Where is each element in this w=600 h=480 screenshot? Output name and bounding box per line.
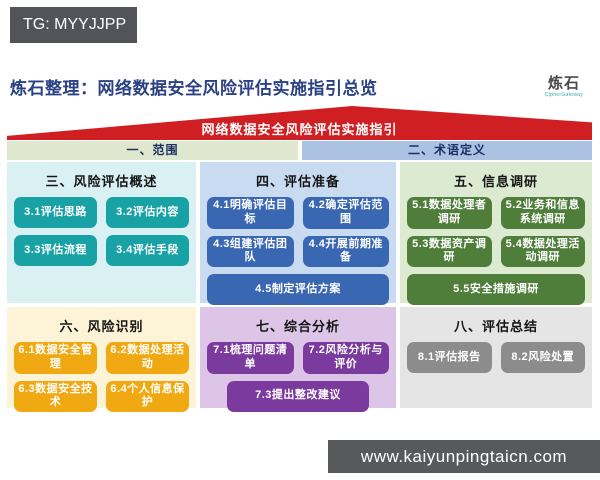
section-title: 五、信息调研 <box>453 174 538 189</box>
section-assessment-summary: 八、评估总结 8.1评估报告 8.2风险处置 <box>400 307 592 408</box>
section-comprehensive-analysis: 七、综合分析 7.1梳理问题清单 7.2风险分析与评价 7.3提出整改建议 <box>200 307 396 412</box>
node-4-5: 4.5制定评估方案 <box>207 274 389 305</box>
section-risk-overview: 三、风险评估概述 3.1评估思路 3.2评估内容 3.3评估流程 3.4评估手段 <box>7 162 196 303</box>
node-7-1: 7.1梳理问题清单 <box>207 342 294 374</box>
banner-ribbon: 网络数据安全风险评估实施指引 <box>7 106 592 140</box>
section-assessment-prep: 四、评估准备 4.1明确评估目标 4.2确定评估范围 4.3组建评估团队 4.4… <box>200 162 396 305</box>
node-5-5: 5.5安全措施调研 <box>407 274 585 305</box>
section-nodes: 8.1评估报告 8.2风险处置 <box>400 342 592 373</box>
node-6-2: 6.2数据处理活动 <box>106 342 189 374</box>
section-title: 四、评估准备 <box>255 174 340 189</box>
header-scope: 一、范围 <box>7 141 298 160</box>
logo-text: 炼石 <box>547 75 580 92</box>
section-title: 六、风险识别 <box>59 319 144 334</box>
node-4-3: 4.3组建评估团队 <box>207 235 294 267</box>
logo-subtext: CipherGateway <box>544 92 584 98</box>
section-title: 三、风险评估概述 <box>45 174 158 189</box>
node-3-4: 3.4评估手段 <box>106 235 189 266</box>
section-nodes: 7.1梳理问题清单 7.2风险分析与评价 7.3提出整改建议 <box>200 342 396 412</box>
section-nodes: 5.1数据处理者调研 5.2业务和信息系统调研 5.3数据资产调研 5.4数据处… <box>400 197 592 305</box>
node-4-4: 4.4开展前期准备 <box>302 235 389 267</box>
footer-url: www.kaiyunpingtaicn.com <box>328 440 600 473</box>
node-8-2: 8.2风险处置 <box>500 342 585 373</box>
node-7-2: 7.2风险分析与评价 <box>302 342 389 374</box>
cipher-gateway-logo: 炼石 CipherGateway <box>536 76 592 98</box>
node-6-1: 6.1数据安全管理 <box>14 342 97 374</box>
section-title: 七、综合分析 <box>255 319 340 334</box>
node-5-3: 5.3数据资产调研 <box>407 235 492 267</box>
node-5-2: 5.2业务和信息系统调研 <box>500 197 585 229</box>
section-nodes: 6.1数据安全管理 6.2数据处理活动 6.3数据安全技术 6.4个人信息保护 <box>7 342 196 412</box>
node-6-4: 6.4个人信息保护 <box>106 380 189 412</box>
node-3-1: 3.1评估思路 <box>14 197 97 228</box>
node-3-3: 3.3评估流程 <box>14 235 97 266</box>
section-nodes: 4.1明确评估目标 4.2确定评估范围 4.3组建评估团队 4.4开展前期准备 … <box>200 197 396 305</box>
node-5-4: 5.4数据处理活动调研 <box>500 235 585 267</box>
section-risk-identification: 六、风险识别 6.1数据安全管理 6.2数据处理活动 6.3数据安全技术 6.4… <box>7 307 196 412</box>
node-4-1: 4.1明确评估目标 <box>207 197 294 229</box>
page-title: 炼石整理：网络数据安全风险评估实施指引总览 <box>10 79 378 98</box>
node-8-1: 8.1评估报告 <box>407 342 492 373</box>
section-info-research: 五、信息调研 5.1数据处理者调研 5.2业务和信息系统调研 5.3数据资产调研… <box>400 162 592 305</box>
section-title: 八、评估总结 <box>453 319 538 334</box>
node-3-2: 3.2评估内容 <box>106 197 189 228</box>
node-5-1: 5.1数据处理者调研 <box>407 197 492 229</box>
node-6-3: 6.3数据安全技术 <box>14 380 97 412</box>
node-4-2: 4.2确定评估范围 <box>302 197 389 229</box>
section-nodes: 3.1评估思路 3.2评估内容 3.3评估流程 3.4评估手段 <box>7 197 196 266</box>
tg-badge: TG: MYYJJPP <box>10 7 137 43</box>
header-terms: 二、术语定义 <box>302 141 592 160</box>
banner-title: 网络数据安全风险评估实施指引 <box>201 122 398 137</box>
node-7-3: 7.3提出整改建议 <box>226 380 370 412</box>
